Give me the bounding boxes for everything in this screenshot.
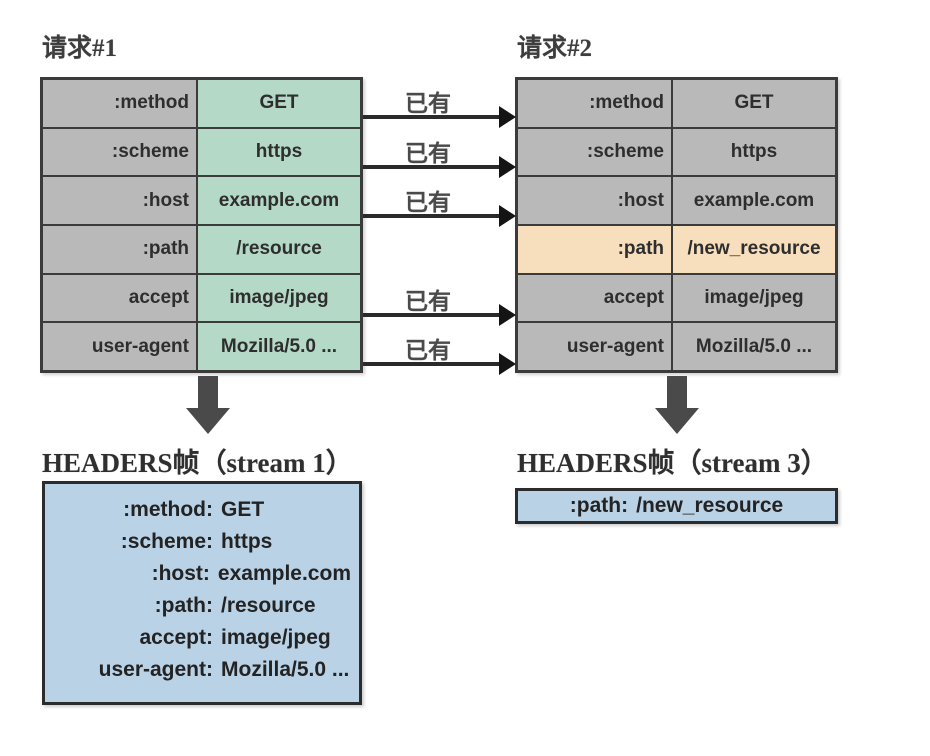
- frame-header-value: example.com: [217, 562, 351, 585]
- header-value-cell: GET: [673, 80, 835, 127]
- frame-header-line: :host: example.com: [53, 558, 351, 590]
- frame-header-key: :path:: [569, 494, 629, 517]
- header-value-cell: example.com: [673, 177, 835, 225]
- header-name-cell: :scheme: [43, 128, 198, 176]
- header-name-cell: :host: [43, 177, 198, 225]
- frame-header-value: Mozilla/5.0 ...: [221, 658, 350, 681]
- frame-header-line: :path: /resource: [53, 590, 351, 622]
- connector-label: 已有: [405, 141, 451, 166]
- header-value-cell: /resource: [198, 226, 360, 273]
- header-name-cell: :path: [43, 226, 198, 273]
- connector-label: 已有: [405, 289, 451, 314]
- connector-arrowhead: [499, 106, 516, 128]
- connector-line: [363, 313, 501, 317]
- connector-line: [363, 115, 501, 119]
- frame-header-value: /resource: [221, 594, 316, 617]
- connector-label: 已有: [405, 190, 451, 215]
- frame-header-line: :scheme: https: [53, 526, 351, 558]
- connector-line: [363, 165, 501, 169]
- frame-header-value: https: [221, 530, 273, 553]
- connector-line: [363, 362, 501, 366]
- request1-to-frame-arrow: [186, 376, 230, 436]
- frame-header-line: :method: GET: [53, 494, 351, 526]
- arrow-head: [186, 408, 230, 434]
- header-value-cell: image/jpeg: [673, 274, 835, 322]
- frame-header-line: user-agent: Mozilla/5.0 ...: [53, 654, 351, 686]
- header-name-cell: user-agent: [43, 323, 198, 371]
- frame-header-value: image/jpeg: [221, 626, 331, 649]
- header-name-cell: :scheme: [518, 128, 673, 176]
- frame1-headers-box: :method: GET :scheme: https :host: example.co…: [42, 481, 362, 705]
- frame-header-key: user-agent:: [98, 658, 213, 681]
- request2-title: 请求#2: [517, 35, 593, 62]
- frame-header-line: :path: /new_resource: [570, 494, 783, 518]
- header-value-cell: https: [673, 128, 835, 176]
- arrow-shaft: [198, 376, 218, 410]
- header-row: :path/resource: [43, 226, 360, 275]
- header-name-cell: accept: [518, 274, 673, 322]
- frame1-caption: HEADERS帧（stream 1）: [42, 448, 353, 478]
- request1-title: 请求#1: [42, 35, 118, 62]
- header-value-cell: GET: [198, 80, 360, 127]
- connector-arrowhead: [499, 353, 516, 375]
- header-value-cell: example.com: [198, 177, 360, 225]
- request2-to-frame-arrow: [655, 376, 699, 436]
- frame-header-key: accept:: [139, 626, 213, 649]
- frame2-headers-box: :path: /new_resource: [515, 488, 838, 524]
- frame2-caption: HEADERS帧（stream 3）: [517, 448, 828, 478]
- frame-header-key: :scheme:: [120, 530, 213, 553]
- header-row: :path/new_resource: [518, 226, 835, 275]
- header-name-cell: :host: [518, 177, 673, 225]
- frame-header-value: GET: [221, 498, 265, 521]
- header-value-cell: /new_resource: [673, 226, 835, 273]
- header-name-cell: :method: [518, 80, 673, 127]
- header-name-cell: :path: [518, 226, 673, 273]
- header-value-cell: image/jpeg: [198, 274, 360, 322]
- connector-line: [363, 214, 501, 218]
- frame-header-key: :path:: [154, 594, 213, 617]
- connector-label: 已有: [405, 91, 451, 116]
- frame-header-key: :method:: [123, 498, 213, 521]
- arrow-shaft: [667, 376, 687, 410]
- connector-arrowhead: [499, 156, 516, 178]
- header-value-cell: https: [198, 128, 360, 176]
- connector-arrowhead: [499, 304, 516, 326]
- arrow-head: [655, 408, 699, 434]
- frame-header-value: /new_resource: [636, 494, 784, 517]
- connector-label: 已有: [405, 338, 451, 363]
- header-value-cell: Mozilla/5.0 ...: [198, 323, 360, 371]
- connector-arrowhead: [499, 205, 516, 227]
- frame-header-key: :host:: [151, 562, 210, 585]
- header-name-cell: user-agent: [518, 323, 673, 371]
- header-name-cell: :method: [43, 80, 198, 127]
- header-value-cell: Mozilla/5.0 ...: [673, 323, 835, 371]
- header-name-cell: accept: [43, 274, 198, 322]
- frame-header-line: accept: image/jpeg: [53, 622, 351, 654]
